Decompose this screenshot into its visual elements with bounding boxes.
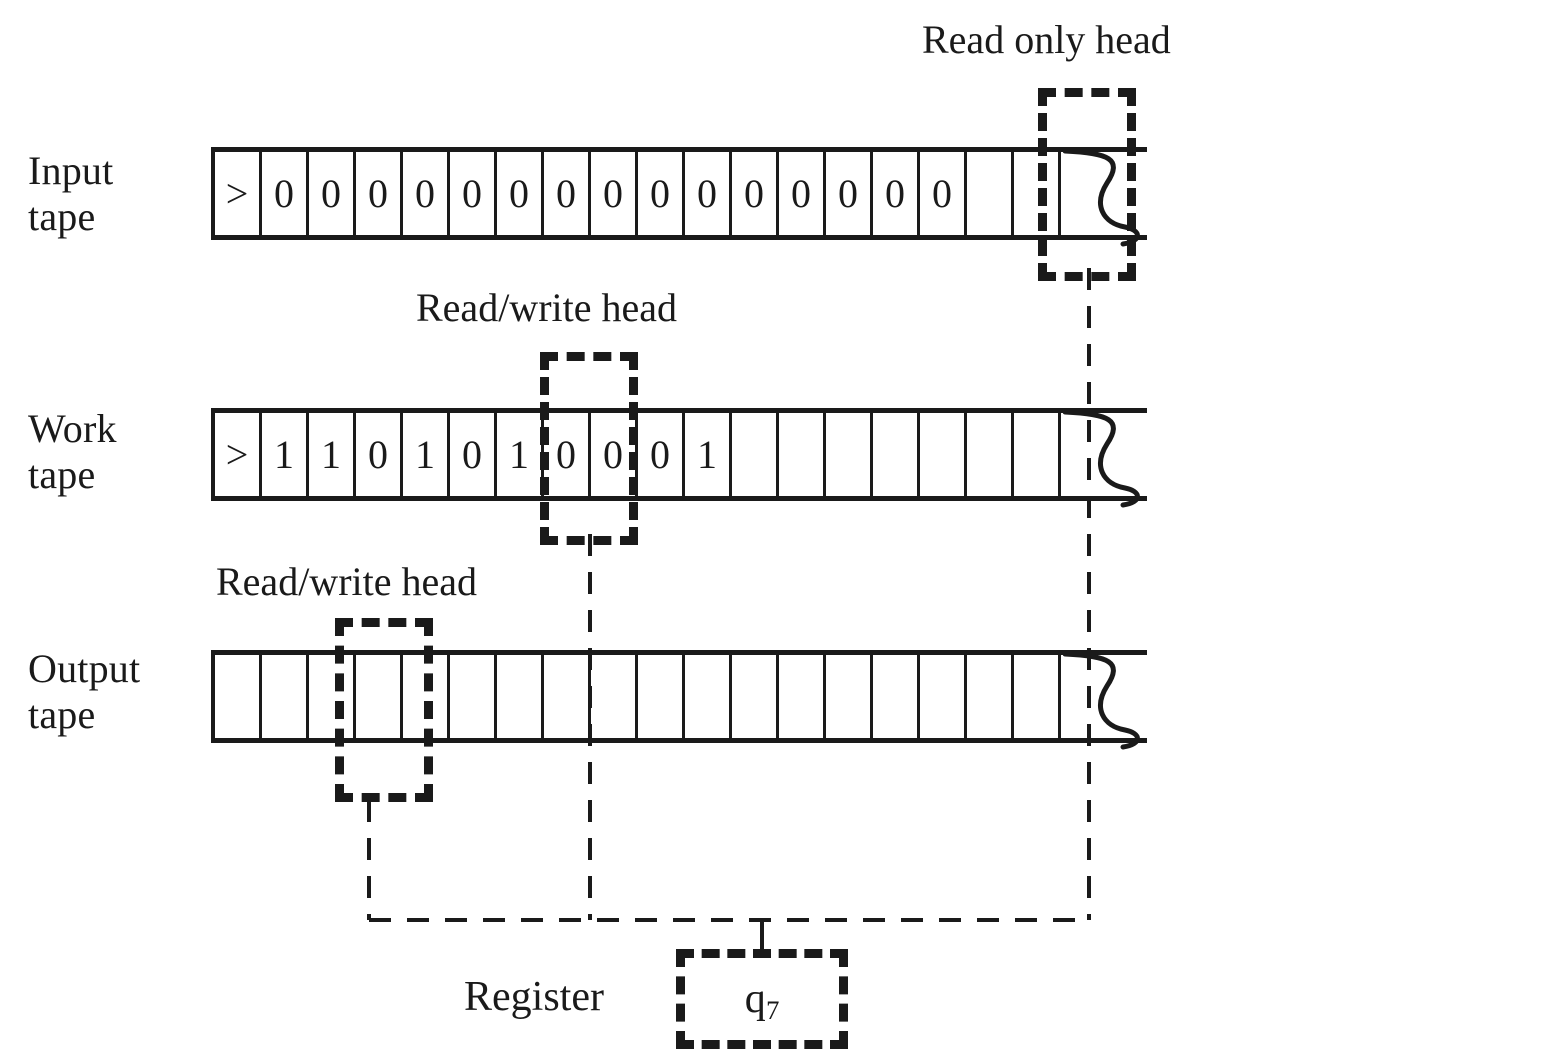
- tape-cell[interactable]: [967, 413, 1014, 496]
- tape-cell[interactable]: [638, 655, 685, 738]
- tape-cell[interactable]: [450, 655, 497, 738]
- tape-cell[interactable]: 0: [403, 152, 450, 235]
- tape-cell[interactable]: 0: [544, 152, 591, 235]
- tape-cell[interactable]: 0: [309, 152, 356, 235]
- work-read-write-head-caption: Read/write head: [416, 285, 677, 330]
- tape-cell[interactable]: [1014, 152, 1061, 235]
- tape-cell[interactable]: [497, 655, 544, 738]
- tape-cell[interactable]: 0: [497, 152, 544, 235]
- tape-cell[interactable]: [732, 655, 779, 738]
- tape-cell[interactable]: [356, 655, 403, 738]
- tape-cell[interactable]: [215, 655, 262, 738]
- register-state-value: q7: [744, 976, 780, 1025]
- tape-cell[interactable]: >: [215, 413, 262, 496]
- tape-cell[interactable]: 1: [262, 413, 309, 496]
- tape-cell[interactable]: 0: [685, 152, 732, 235]
- output-read-write-head-box[interactable]: [335, 618, 433, 802]
- tape-cell[interactable]: [826, 413, 873, 496]
- tape-cell[interactable]: [591, 655, 638, 738]
- tape-torn-edge: [1061, 410, 1147, 508]
- tape-cell[interactable]: [262, 655, 309, 738]
- tape-cell[interactable]: [544, 655, 591, 738]
- tape-cell[interactable]: 0: [591, 152, 638, 235]
- read-only-head-box[interactable]: [1038, 88, 1136, 281]
- tape-cell[interactable]: 0: [779, 152, 826, 235]
- tape-cell[interactable]: 0: [873, 152, 920, 235]
- tape-cell[interactable]: 1: [497, 413, 544, 496]
- tape-cell[interactable]: [826, 655, 873, 738]
- register-box[interactable]: q7: [676, 949, 848, 1049]
- tape-cell[interactable]: 0: [920, 152, 967, 235]
- tape-cell[interactable]: 0: [262, 152, 309, 235]
- read-only-head-caption: Read only head: [922, 17, 1171, 62]
- tape-cell[interactable]: 0: [450, 152, 497, 235]
- tape-cell[interactable]: [1014, 655, 1061, 738]
- tape-cell[interactable]: [732, 413, 779, 496]
- row-label-output: Output tape: [28, 646, 141, 737]
- register-label: Register: [464, 974, 604, 1020]
- tape-cell[interactable]: [967, 152, 1014, 235]
- tape-cell[interactable]: 0: [450, 413, 497, 496]
- input-tape: > 0 0 0 0 0 0 0 0 0 0 0 0 0 0 0: [211, 147, 1147, 247]
- tape-cell[interactable]: [920, 413, 967, 496]
- tape-cell[interactable]: [685, 655, 732, 738]
- tape-cell[interactable]: [873, 413, 920, 496]
- tape-cell[interactable]: [920, 655, 967, 738]
- tape-cell[interactable]: [873, 655, 920, 738]
- tape-cell[interactable]: [779, 413, 826, 496]
- tape-cell[interactable]: [1014, 413, 1061, 496]
- tape-cell[interactable]: 0: [638, 413, 685, 496]
- tape-cell[interactable]: 0: [544, 413, 591, 496]
- work-read-write-head-box[interactable]: [540, 352, 638, 545]
- tape-cell[interactable]: 0: [826, 152, 873, 235]
- tape-cell[interactable]: 0: [732, 152, 779, 235]
- output-read-write-head-caption: Read/write head: [216, 559, 477, 604]
- tape-cell[interactable]: [309, 655, 356, 738]
- tape-cell[interactable]: 0: [356, 413, 403, 496]
- tape-cell[interactable]: >: [215, 152, 262, 235]
- work-tape: > 1 1 0 1 0 1 0 0 0 1: [211, 408, 1147, 508]
- row-label-work: Work tape: [28, 406, 117, 497]
- tape-cell[interactable]: [967, 655, 1014, 738]
- tape-cell[interactable]: 1: [309, 413, 356, 496]
- row-label-input: Input tape: [28, 148, 114, 239]
- tape-cell[interactable]: 1: [685, 413, 732, 496]
- tape-torn-edge: [1061, 652, 1147, 750]
- tape-cell[interactable]: 1: [403, 413, 450, 496]
- tape-cell[interactable]: 0: [638, 152, 685, 235]
- tape-cell[interactable]: [403, 655, 450, 738]
- tape-cell[interactable]: 0: [356, 152, 403, 235]
- tape-cell[interactable]: [779, 655, 826, 738]
